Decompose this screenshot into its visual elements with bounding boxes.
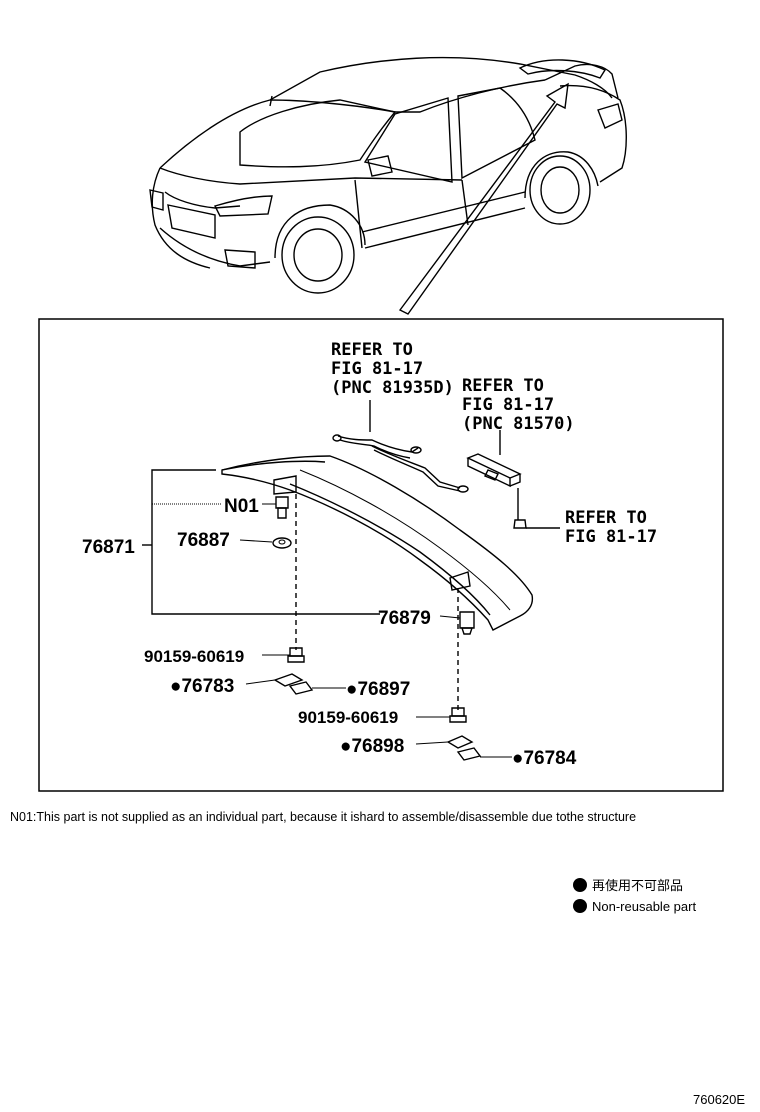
- refer-top-line3: (PNC 81935D): [331, 378, 454, 398]
- refer-label-mid: REFER TO FIG 81-17 (PNC 81570): [462, 376, 575, 434]
- refer-top-line2: FIG 81-17: [331, 359, 423, 379]
- bolt-b: [449, 707, 467, 723]
- label-76887: 76887: [177, 530, 230, 551]
- leader-lines: [142, 469, 512, 758]
- refer-mid-line2: FIG 81-17: [462, 395, 554, 415]
- label-76897: ●76897: [346, 679, 410, 700]
- refer-label-top: REFER TO FIG 81-17 (PNC 81935D): [331, 340, 454, 398]
- refer-right-line2: FIG 81-17: [565, 527, 657, 547]
- non-reusable-bullet-icon: [573, 878, 587, 892]
- refer-top-line1: REFER TO: [331, 340, 413, 360]
- lamp-screw: [513, 488, 560, 529]
- label-76898: ●76898: [340, 736, 404, 757]
- refer-label-right: REFER TO FIG 81-17: [565, 508, 657, 547]
- n01-stud: [275, 496, 289, 519]
- stop-lamp: [466, 430, 522, 488]
- bolt-a: [287, 647, 305, 663]
- car-illustration: [149, 56, 627, 294]
- label-bolt-a: 90159-60619: [144, 647, 244, 666]
- clip-76879: [459, 611, 475, 635]
- label-76783: ●76783: [170, 676, 234, 697]
- wire-harness: [332, 400, 469, 493]
- pad-76784: [456, 747, 482, 761]
- n01-footnote: N01:This part is not supplied as an indi…: [10, 810, 636, 824]
- pad-76897: [288, 681, 314, 695]
- figure-id: 760620E: [693, 1092, 745, 1107]
- diagram-frame: [38, 318, 724, 792]
- rear-spoiler: [221, 455, 534, 631]
- label-76784: ●76784: [512, 748, 577, 769]
- leader-arrow: [398, 82, 569, 315]
- non-reusable-bullet-icon-2: [573, 899, 587, 913]
- label-bolt-b: 90159-60619: [298, 708, 398, 727]
- pad-76783: [273, 673, 304, 687]
- washer-76887: [272, 537, 292, 549]
- legend-jp: 再使用不可部品: [592, 878, 683, 893]
- legend-en: Non-reusable part: [592, 899, 696, 914]
- refer-mid-line3: (PNC 81570): [462, 414, 575, 434]
- label-76871: 76871: [82, 537, 135, 558]
- label-n01: N01: [224, 496, 259, 517]
- label-76879: 76879: [378, 608, 431, 629]
- pad-76898: [446, 735, 474, 749]
- refer-mid-line1: REFER TO: [462, 376, 544, 396]
- refer-right-line1: REFER TO: [565, 508, 647, 528]
